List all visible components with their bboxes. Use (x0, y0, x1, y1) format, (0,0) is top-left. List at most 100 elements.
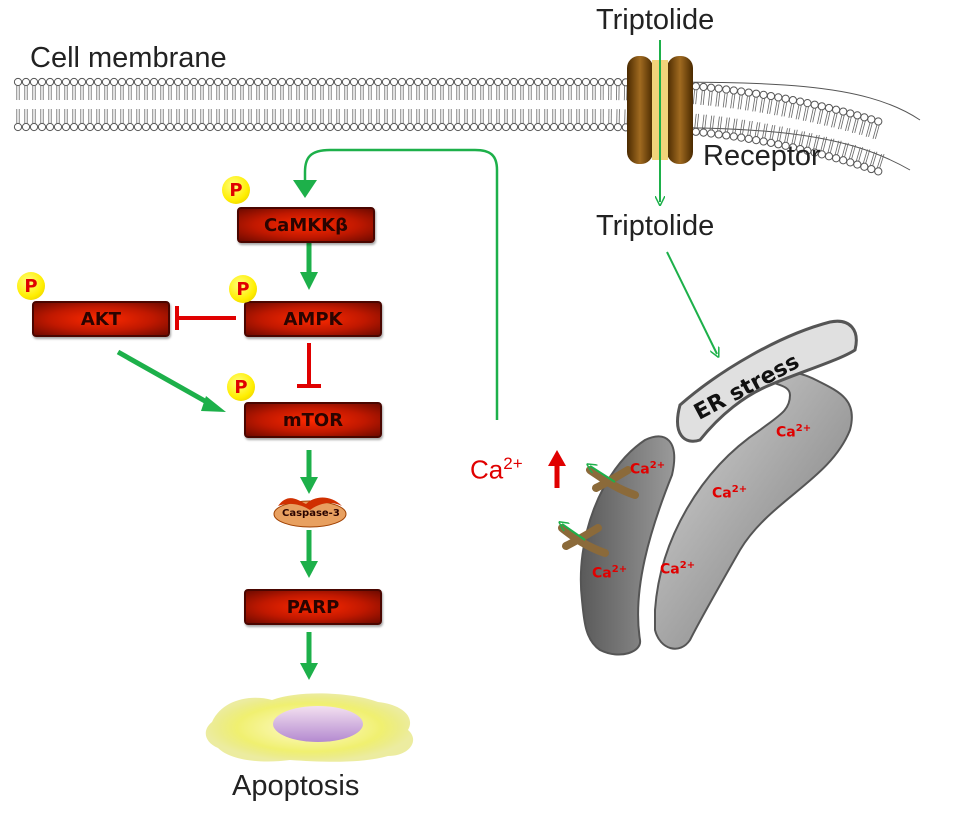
inhibition-bar (297, 343, 321, 388)
lipid-tail (701, 114, 705, 130)
lipid-tail (695, 89, 698, 105)
lipid-head (485, 122, 495, 132)
lipid-head (493, 122, 503, 132)
lipid-tail (869, 151, 875, 167)
lipid-tail (855, 147, 861, 162)
lipid-head (269, 122, 279, 132)
er-calcium-symbol: Ca (712, 485, 732, 502)
lipid-head (13, 122, 23, 132)
calcium-increase-arrow-icon (548, 450, 566, 488)
lipid-head (221, 122, 231, 132)
lipid-head (788, 96, 798, 105)
lipid-tail (719, 116, 723, 132)
lipid-head (573, 77, 583, 87)
lipid-head (413, 77, 423, 87)
lipid-tail (798, 131, 803, 147)
lipid-head (853, 160, 862, 169)
lipid-head (349, 77, 359, 87)
lipid-tail (766, 98, 771, 114)
lipid-head (429, 77, 439, 87)
calcium-feedback-line (303, 148, 499, 420)
lipid-tail (702, 89, 706, 105)
lipid-tail (737, 94, 741, 110)
lipid-head (245, 77, 255, 87)
lipid-tail (696, 113, 700, 129)
lipid-head (197, 77, 207, 87)
lipid-head (445, 122, 455, 132)
lipid-head (541, 77, 551, 87)
lipid-head (325, 122, 335, 132)
lipid-tail (707, 90, 711, 106)
receptor-label: Receptor (703, 140, 821, 172)
lipid-head (373, 122, 383, 132)
lipid-tail (692, 89, 696, 105)
caspase-3-icon (273, 497, 347, 528)
lipid-head (437, 122, 447, 132)
lipid-tail (872, 124, 878, 139)
lipid-head (759, 90, 768, 99)
lipid-head (589, 122, 599, 132)
lipid-tail (732, 118, 736, 134)
lipid-head (173, 77, 183, 87)
lipid-tail (776, 100, 780, 116)
lipid-tail (816, 109, 822, 125)
lipid-head (565, 77, 575, 87)
lipid-tail (815, 134, 820, 150)
lipid-head (832, 105, 841, 114)
lipid-tail (749, 121, 753, 136)
lipid-tail (805, 105, 810, 121)
lipid-head (867, 115, 876, 124)
lipid-head (445, 77, 455, 87)
lipid-head (714, 130, 723, 139)
lipid-head (149, 122, 159, 132)
lipid-tail (812, 107, 817, 123)
lipid-tail (781, 101, 785, 117)
lipid-tail (819, 109, 824, 125)
er-calcium-charge: 2+ (611, 564, 628, 575)
lipid-head (573, 122, 583, 132)
cell-membrane-bilayer (13, 77, 921, 176)
lipid-head (365, 77, 375, 87)
lipid-head (517, 77, 527, 87)
lipid-tail (740, 94, 743, 110)
lipid-head (381, 77, 391, 87)
lipid-tail (847, 116, 852, 132)
lipid-tail (742, 119, 746, 135)
lipid-head (189, 77, 199, 87)
lipid-tail (769, 98, 773, 114)
lipid-head (597, 122, 607, 132)
lipid-tail (774, 100, 778, 116)
lipid-head (205, 77, 215, 87)
lipid-tail (717, 91, 721, 107)
lipid-head (37, 77, 47, 87)
lipid-tail (874, 124, 880, 139)
lipid-head (429, 122, 439, 132)
lipid-head (549, 122, 559, 132)
lipid-head (237, 122, 247, 132)
er-calcium-symbol: Ca (592, 565, 612, 582)
lipid-head (13, 77, 23, 87)
lipid-head (117, 77, 127, 87)
lipid-head (613, 78, 623, 87)
lipid-head (421, 77, 431, 87)
lipid-head (61, 77, 71, 87)
lipid-tail (715, 91, 718, 107)
triptolide-inner-label: Triptolide (596, 210, 715, 242)
lipid-head (85, 77, 95, 87)
mtor-box: mTOR (244, 402, 382, 438)
lipid-head (766, 91, 776, 101)
lipid-head (157, 77, 167, 87)
lipid-head (53, 122, 63, 132)
lipid-head (197, 122, 207, 132)
lipid-head (729, 86, 738, 95)
lipid-head (796, 97, 805, 106)
calcium-release-label: Ca2+ (470, 454, 523, 486)
lipid-head (357, 77, 367, 87)
lipid-head (613, 123, 623, 132)
lipid-head (737, 87, 746, 96)
lipid-head (874, 167, 883, 176)
lipid-tail (732, 93, 736, 109)
lipid-head (501, 77, 511, 87)
lipid-head (389, 122, 399, 132)
